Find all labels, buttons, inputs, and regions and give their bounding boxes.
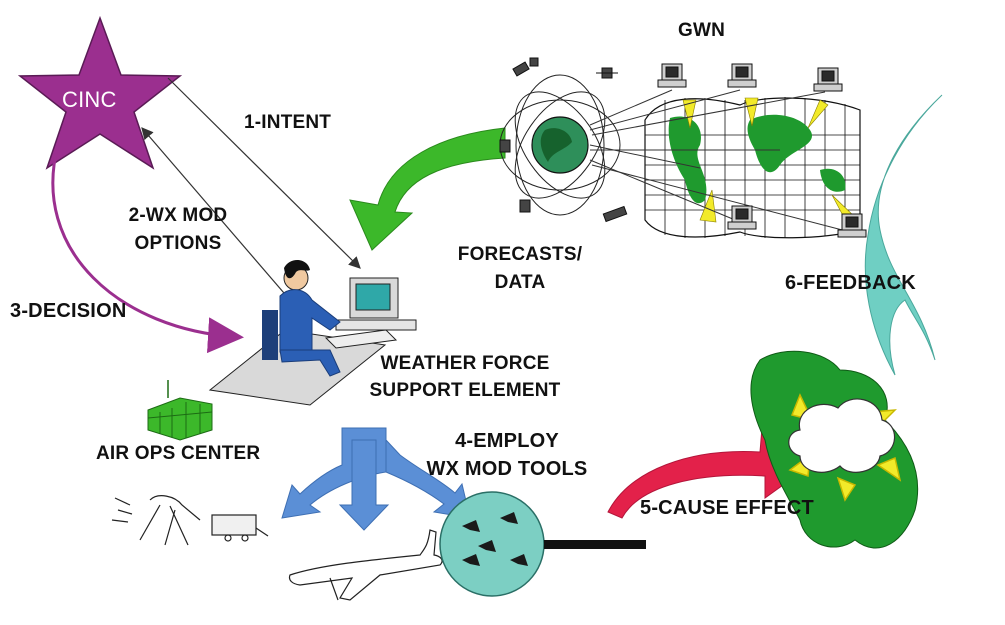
globe-icon [499,74,621,216]
wx-mod-options-label-line1: 2-WX MOD [128,205,228,226]
intent-label: 1-INTENT [244,112,332,133]
operator-icon [208,259,417,406]
aircraft-icon [288,529,443,601]
network-links [589,89,851,233]
options-arrow [141,127,291,301]
intent-arrow [167,77,361,269]
employ-label-line1: 4-EMPLOY [455,430,559,452]
air-ops-label: AIR OPS CENTER [96,443,261,464]
gwn-label: GWN [678,20,726,41]
wfse-label-line1: WEATHER FORCE [380,353,550,374]
air-ops-building-icon [147,380,213,441]
wx-mod-tools-icon [439,491,646,597]
feedback-arrow [864,94,943,376]
forecasts-label-line1: FORECASTS/ [457,244,583,265]
feedback-label: 6-FEEDBACK [785,272,916,294]
world-map [644,97,861,239]
cinc-label: CINC [62,87,117,112]
cinc-star [17,15,183,170]
decision-label: 3-DECISION [10,300,127,322]
wx-mod-options-label-line2: OPTIONS [134,233,222,254]
satellite-icon [499,57,628,223]
ground-equipment-icon [111,495,269,546]
employ-label-line2: WX MOD TOOLS [426,458,588,480]
decision-arrow [51,144,244,354]
storm-cloud-icon [750,350,919,549]
employ-arrows [281,427,471,531]
cause-effect-label: 5-CAUSE EFFECT [640,497,814,519]
terminal-icon [657,63,867,238]
forecasts-label-line2: DATA [494,272,546,293]
forecast-arrow [349,127,506,251]
wfse-label-line2: SUPPORT ELEMENT [369,380,561,401]
